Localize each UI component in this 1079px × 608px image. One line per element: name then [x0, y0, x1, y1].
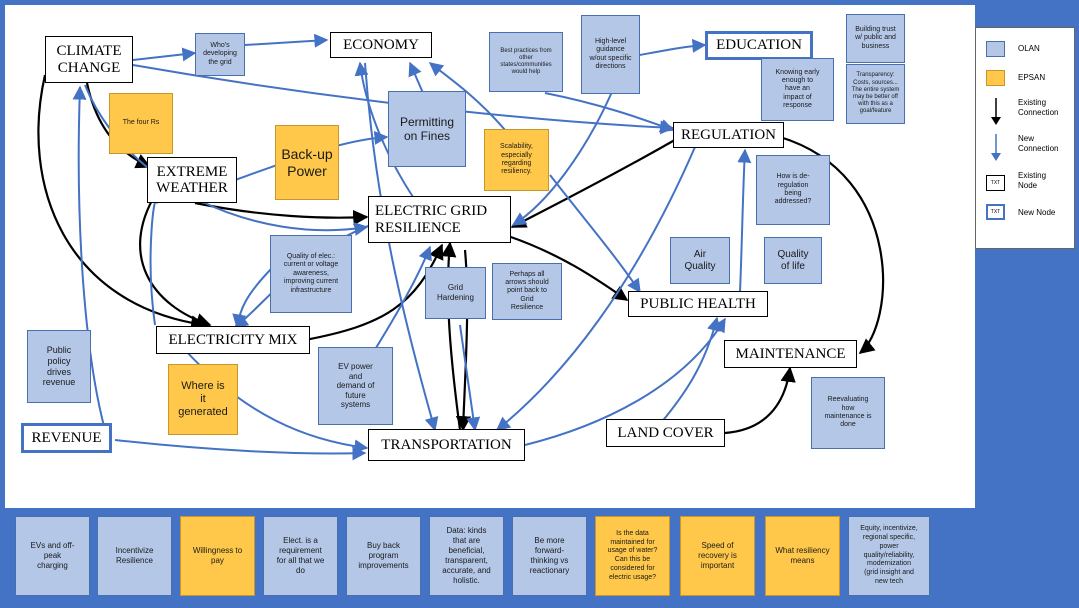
legend-existing-node-swatch: TXT — [986, 175, 1005, 191]
conn-electricity-mix-to-climate — [148, 189, 163, 326]
bottom-note-speed-of-recovery: Speed of recovery is important — [680, 516, 755, 596]
bottom-note-evs-offpeak: EVs and off- peak charging — [15, 516, 90, 596]
conn-revenue-to-climate — [72, 85, 106, 431]
node-electricity-mix: ELECTRICITY MIX — [156, 326, 310, 354]
conn-extreme-to-grid — [194, 201, 369, 226]
conn-highlevel-to-grid — [511, 84, 616, 226]
blue-down-arrow-icon — [991, 134, 1001, 161]
conn-scalability-to-public-health — [549, 174, 641, 294]
node-transportation: TRANSPORTATION — [368, 429, 525, 461]
note-public-policy: Public policy drives revenue — [27, 330, 91, 403]
legend-new-connection-label: New Connection — [1018, 134, 1059, 153]
note-best-practices: Best practices from other states/communi… — [489, 32, 563, 92]
conn-landcover-to-public-health — [654, 316, 721, 431]
conn-grid-to-economy — [354, 61, 416, 201]
note-reevaluating: Reevaluating how maintenance is done — [811, 377, 885, 449]
note-whos-developing: Who's developing the grid — [195, 33, 245, 76]
bottom-note-equity: Equity, incentivize, regional specific, … — [848, 516, 930, 596]
node-education: EDUCATION — [705, 31, 813, 60]
node-land-cover: LAND COVER — [606, 419, 725, 447]
conn-climate-to-whos — [132, 47, 197, 62]
conn-electricity-mix-to-grid — [304, 243, 444, 342]
conn-public-health-to-regulation — [737, 148, 752, 293]
legend-epsan-swatch — [986, 70, 1005, 86]
legend-olan-swatch — [986, 41, 1005, 57]
conn-landcover-to-maintenance — [724, 366, 796, 435]
conn-revenue-to-transport — [114, 439, 367, 461]
conn-whos-to-economy — [244, 33, 329, 48]
legend-olan-label: OLAN — [1018, 44, 1040, 53]
node-maintenance: MAINTENANCE — [724, 340, 857, 368]
note-transparency: Transparency: Costs, sources... The enti… — [846, 64, 905, 124]
note-scalability: Scalability, especially regarding resili… — [484, 129, 549, 191]
conn-grid-hardening-to-transport — [459, 324, 481, 432]
conn-best-to-regulation — [544, 92, 675, 133]
note-deregulation: How is de- regulation being addressed? — [756, 155, 830, 225]
bottom-note-data-kinds: Data: kinds that are beneficial, transpa… — [429, 516, 504, 596]
node-extreme-weather: EXTREME WEATHER — [147, 157, 237, 203]
node-economy: ECONOMY — [330, 32, 432, 58]
note-grid-hardening: Grid Hardening — [425, 267, 486, 319]
diagram-canvas: CLIMATE CHANGE ECONOMY EDUCATION EXTREME… — [5, 5, 975, 508]
node-climate-change: CLIMATE CHANGE — [45, 36, 133, 83]
legend-new-node-swatch: TXT — [986, 204, 1005, 220]
note-air-quality: Air Quality — [670, 237, 730, 284]
node-public-health: PUBLIC HEALTH — [628, 291, 768, 317]
bottom-note-willingness-to-pay: Willingness to pay — [180, 516, 255, 596]
note-permitting: Permitting on Fines — [388, 91, 466, 167]
bottom-note-incentivize-resilience: Incentivize Resilience — [97, 516, 172, 596]
bottom-note-water-data: Is the data maintained for usage of wate… — [595, 516, 670, 596]
bottom-note-forward-thinking: Be more forward- thinking vs reactionary — [512, 516, 587, 596]
note-quality-elec: Quality of elec.: current or voltage awa… — [270, 235, 352, 313]
note-quality-of-life: Quality of life — [764, 237, 822, 284]
bottom-note-elect-requirement: Elect. is a requirement for all that we … — [263, 516, 338, 596]
node-regulation: REGULATION — [673, 122, 784, 148]
note-four-rs: The four Rs — [109, 93, 173, 154]
conn-regulation-to-transport — [495, 146, 696, 431]
node-electric-grid-resilience: ELECTRIC GRID RESILIENCE — [368, 196, 511, 243]
conn-extreme-to-electricity-mix — [139, 194, 212, 328]
conn-transport-to-public-health — [524, 317, 726, 446]
note-where-generated: Where is it generated — [168, 364, 238, 435]
black-down-arrow-icon — [991, 98, 1001, 125]
legend: OLAN EPSAN Existing Connection New Conne… — [975, 27, 1075, 249]
note-arrows-point-back: Perhaps all arrows should point back to … — [492, 263, 562, 320]
legend-epsan-label: EPSAN — [1018, 73, 1046, 82]
note-building-trust: Building trust w/ public and business — [846, 14, 905, 63]
bottom-note-buy-back: Buy back program improvements — [346, 516, 421, 596]
conn-economy-to-transport — [364, 62, 439, 432]
legend-existing-node-label: Existing Node — [1018, 171, 1047, 190]
bottom-note-resiliency-means: What resiliency means — [765, 516, 840, 596]
note-backup-power: Back-up Power — [275, 125, 339, 200]
legend-new-node-label: New Node — [1018, 208, 1056, 217]
note-ev-power: EV power and demand of future systems — [318, 347, 393, 425]
conn-grid-to-public-health — [504, 233, 629, 301]
node-revenue: REVENUE — [21, 423, 112, 453]
conn-scalability-to-economy — [428, 62, 506, 131]
conn-transport-to-grid — [441, 241, 462, 431]
note-high-level-guidance: High-level guidance w/out specific direc… — [581, 15, 640, 94]
conn-permitting-to-economy — [408, 61, 424, 94]
legend-existing-connection-label: Existing Connection — [1018, 98, 1059, 117]
note-knowing-early: Knowing early enough to have an impact o… — [761, 58, 834, 121]
